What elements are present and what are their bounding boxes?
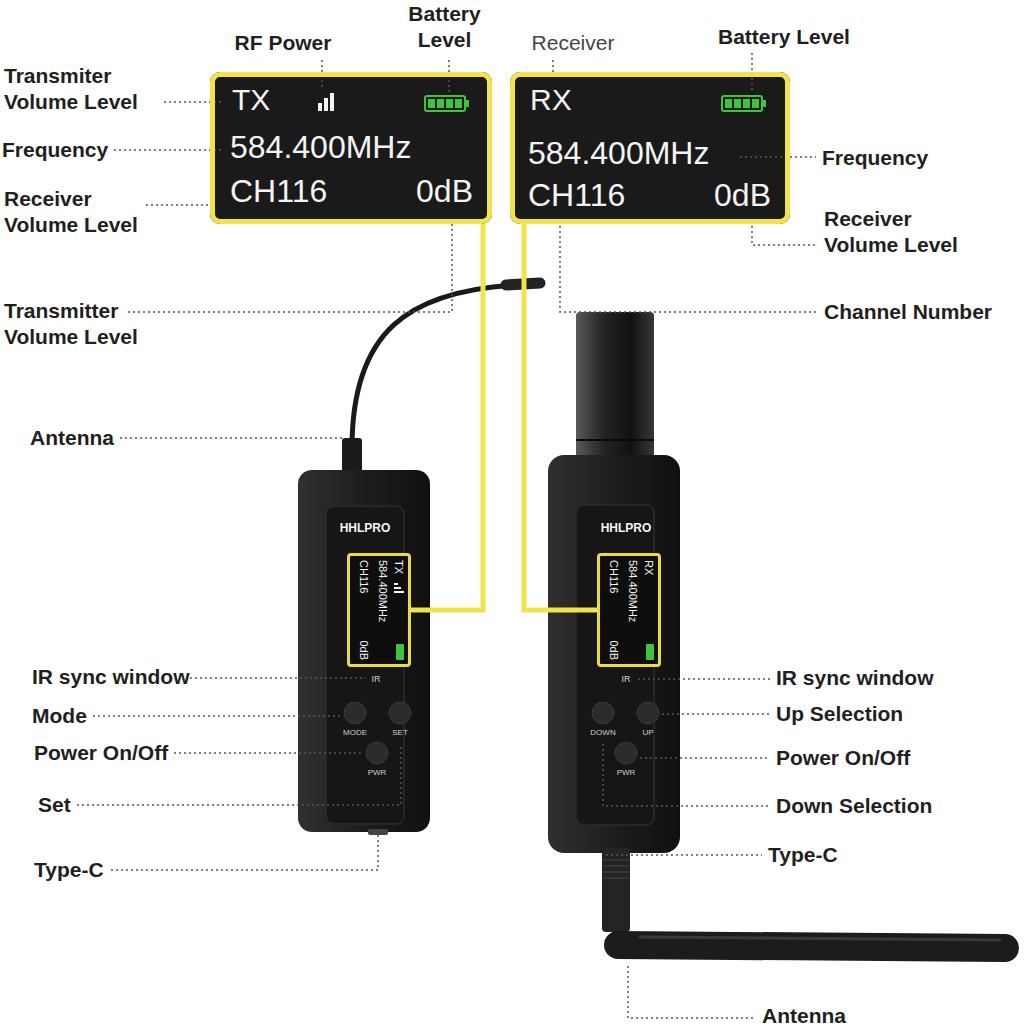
callout-label: Antenna (30, 425, 114, 451)
callout-label: Battery Level (718, 24, 850, 50)
volume-readout: 0dB (607, 640, 620, 660)
callout-label: Type-C (34, 857, 104, 883)
rf-power-icon (318, 93, 334, 111)
down-button (592, 702, 614, 724)
frequency-readout: 584.400MHz (376, 560, 389, 622)
callout-label: Antenna (762, 1003, 846, 1029)
callout-label: Channel Number (824, 299, 992, 325)
brand-logo: HHLPRO (601, 522, 652, 536)
button-label: SET (392, 728, 408, 737)
channel-number: CH116 (528, 177, 625, 214)
volume-readout: 0dB (416, 173, 473, 210)
set-button (389, 702, 411, 724)
callout-label: Type-C (768, 842, 838, 868)
antenna-wire (352, 285, 512, 448)
callout-label: Down Selection (776, 793, 932, 819)
channel-number: CH116 (230, 173, 327, 210)
antenna-hinge (602, 848, 630, 932)
rf-power-icon (394, 583, 404, 593)
channel-number: CH116 (357, 560, 370, 593)
rotated-display: TX584.400MHz CH116 0dB (350, 556, 408, 664)
volume-readout: 0dB (714, 177, 771, 214)
callout-label: Transmitter Volume Level (4, 298, 164, 350)
mini-display: RX584.400MHz CH116 0dB (597, 553, 661, 667)
button-label: DOWN (590, 728, 615, 737)
frequency-readout: 584.400MHz (626, 560, 639, 622)
transmitter-unit: HHLPRO IR MODE SET PWR TX584.400MHz CH116 0dB (298, 470, 430, 832)
leader-lines (77, 53, 818, 1018)
battery-icon (722, 96, 766, 111)
callout-label: Frequency (822, 145, 928, 171)
volume-readout: 0dB (357, 640, 370, 660)
callout-label: Power On/Off (34, 740, 168, 766)
mode-button (344, 702, 366, 724)
connector-line (411, 224, 483, 610)
power-button (615, 742, 637, 764)
brand-logo: HHLPRO (340, 522, 391, 536)
antenna-highlight (640, 937, 1000, 940)
callout-label: Up Selection (776, 701, 903, 727)
xlr-connector (576, 312, 654, 462)
xlr-ring (576, 439, 654, 441)
callout-label: Receiver Volume Level (4, 186, 164, 238)
connector-line (524, 224, 597, 610)
button-label: UP (642, 728, 653, 737)
transmitter-body (298, 470, 430, 832)
mode-indicator: RX (642, 560, 655, 575)
callout-label: Receiver Volume Level (824, 206, 984, 258)
display-screen: TX 584.400MHzCH116 0dB (210, 72, 492, 224)
type-c-port (368, 829, 388, 835)
mode-indicator: TX (232, 83, 270, 118)
callout-label: Mode (32, 703, 87, 729)
mode-indicator: TX (392, 560, 405, 574)
receiver-antenna (618, 945, 1005, 948)
button-label: PWR (617, 768, 636, 777)
power-button (366, 742, 388, 764)
callout-label: IR sync window (776, 665, 934, 691)
button-label: MODE (343, 728, 367, 737)
callout-label: Power On/Off (776, 745, 910, 771)
channel-number: CH116 (607, 560, 620, 593)
ir-window-label: IR (372, 674, 381, 684)
rotated-display: RX584.400MHz CH116 0dB (600, 556, 658, 664)
battery-icon (396, 644, 404, 660)
screen-background (510, 72, 790, 224)
callout-label: RF Power (223, 30, 343, 56)
display-screen: RX 584.400MHzCH116 0dB (510, 72, 790, 224)
callout-label: Frequency (2, 137, 108, 163)
up-button (637, 702, 659, 724)
callout-label: IR sync window (32, 664, 190, 690)
ir-window-label: IR (622, 674, 631, 684)
screen-background (210, 72, 492, 224)
frequency-readout: 584.400MHz (230, 129, 411, 166)
hinge-ridges (603, 860, 629, 878)
receiver-unit: HHLPRO IR DOWN UP PWR RX584.400MHz CH116 0dB (548, 455, 680, 853)
callout-label: Set (38, 792, 71, 818)
button-label: PWR (368, 768, 387, 777)
callout-label: Transmiter Volume Level (4, 63, 164, 115)
callout-label: Receiver (523, 30, 623, 56)
screen-background (347, 553, 411, 667)
mode-indicator: RX (530, 83, 572, 118)
battery-icon (425, 96, 469, 111)
mini-display: TX584.400MHz CH116 0dB (347, 553, 411, 667)
callout-label: Battery Level (397, 1, 492, 53)
antenna-collar (342, 438, 362, 472)
screen-background (597, 553, 661, 667)
frequency-readout: 584.400MHz (528, 135, 709, 172)
battery-icon (646, 644, 654, 660)
receiver-body (548, 455, 680, 853)
